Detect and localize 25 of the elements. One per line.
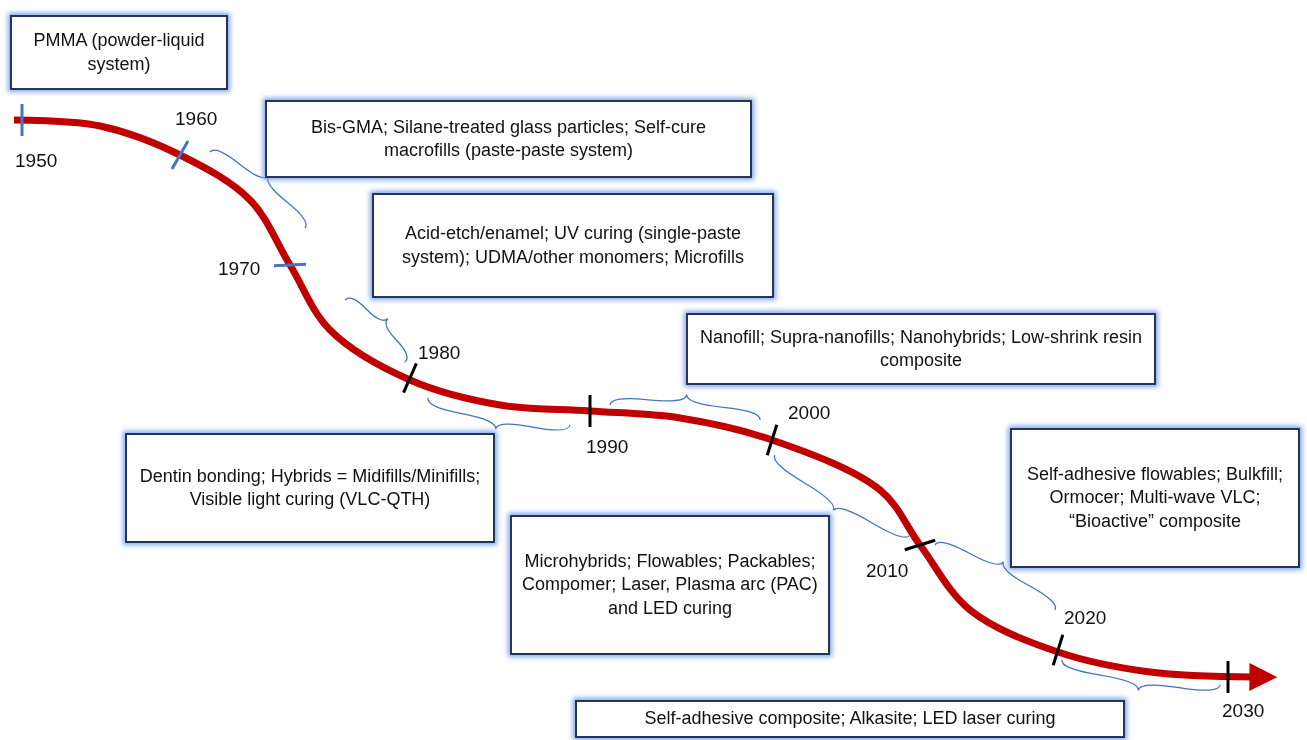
- text-box: [1010, 428, 1300, 568]
- year-label: 2030: [1222, 700, 1265, 722]
- box-text: Dentin bonding; Hybrids = Midifills/Minifills; Visible light curing (VLC-QTH): [138, 464, 482, 511]
- box-text: PMMA (powder-liquid system): [32, 29, 206, 76]
- box-text: Microhybrids; Flowables; Packables; Compomer; Laser, Plasma arc (PAC) and LED curing: [521, 549, 819, 620]
- year-label: 1990: [586, 436, 629, 458]
- text-box: [372, 193, 774, 298]
- box-text: Bis-GMA; Silane-treated glass particles; Self-cure macrofills (paste-paste system): [309, 115, 708, 162]
- text-box: [125, 433, 495, 543]
- year-label: 2000: [788, 402, 831, 424]
- year-label: 1960: [175, 108, 218, 130]
- year-label: 2020: [1064, 607, 1107, 629]
- box-text: Self-adhesive flowables; Bulkfill; Ormocer; Multi-wave VLC; “Bioactive” composite: [1025, 462, 1285, 533]
- text-box: [10, 15, 228, 90]
- box-text: Acid-etch/enamel; UV curing (single-paste system); UDMA/other monomers; Microfills: [400, 222, 746, 269]
- text-box: [575, 700, 1125, 738]
- year-label: 1970: [218, 258, 261, 280]
- box-text: Nanofill; Supra-nanofills; Nanohybrids; Low-shrink resin composite: [698, 325, 1144, 372]
- text-box: [686, 313, 1156, 385]
- box-text: Self-adhesive composite; Alkasite; LED laser curing: [644, 707, 1056, 731]
- year-label: 1980: [418, 342, 461, 364]
- text-box: [265, 100, 752, 178]
- year-label: 1950: [15, 150, 58, 172]
- year-label: 2010: [866, 560, 909, 582]
- text-box: [510, 515, 830, 655]
